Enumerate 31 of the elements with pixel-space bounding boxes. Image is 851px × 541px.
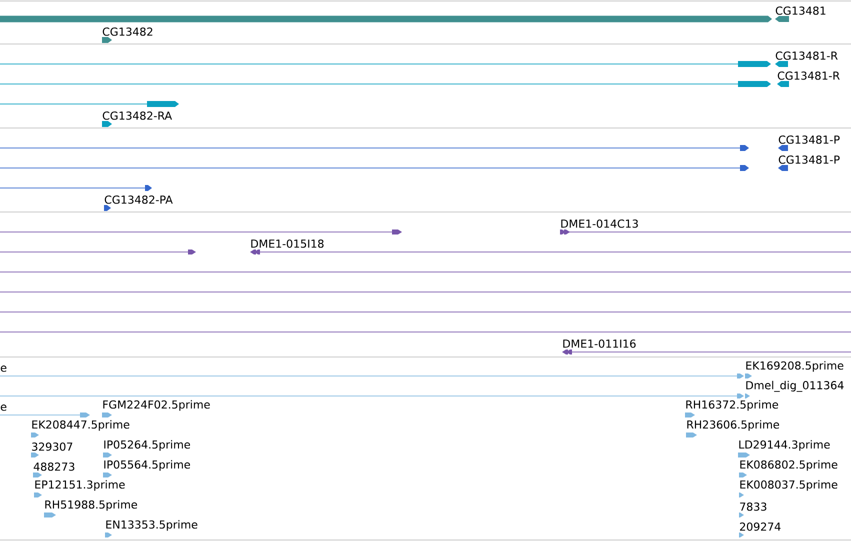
feature-label: EK086802.5prime: [740, 460, 838, 471]
feature-label: DME1-014C13: [561, 220, 638, 228]
feature-label: CG13481-R: [776, 52, 838, 60]
feature-label: CG13481-P: [778, 156, 840, 164]
feature-label: Dmel_dig_011364: [746, 380, 844, 392]
feature-label: 329307: [32, 442, 72, 451]
feature-label: EN13353.5prime: [106, 520, 198, 531]
feature-label: e: [0, 404, 6, 411]
feature-label: CG13481: [776, 6, 826, 15]
feature-label: 7833: [740, 502, 766, 511]
feature-label: 209274: [740, 522, 781, 531]
feature-label: LD29144.3prime: [739, 440, 830, 451]
feature-label: DME1-011I16: [563, 340, 636, 348]
feature-label: RH16372.5prime: [686, 400, 778, 411]
feature-label: 488273: [34, 462, 74, 471]
feature-label: DME1-015I18: [251, 240, 324, 248]
feature-label: EK008037.5prime: [740, 480, 838, 491]
feature-label: EP12151.3prime: [35, 480, 125, 491]
feature-label: RH23606.5prime: [687, 420, 780, 431]
feature-label: CG13481-P: [778, 136, 840, 144]
feature-label: IP05264.5prime: [104, 440, 190, 451]
feature-label: CG13481-R: [778, 72, 840, 80]
feature-label: CG13482-RA: [102, 112, 172, 120]
feature-label: e: [0, 365, 6, 372]
feature-label: CG13482: [102, 28, 152, 36]
feature-label: EK169208.5prime: [746, 361, 844, 372]
feature-label: IP05564.5prime: [104, 460, 190, 471]
feature-label: FGM224F02.5prime: [103, 400, 210, 411]
feature-label: CG13482-PA: [104, 196, 173, 204]
feature-label: RH51988.5prime: [45, 500, 138, 511]
feature-label: EK208447.5prime: [32, 420, 130, 431]
